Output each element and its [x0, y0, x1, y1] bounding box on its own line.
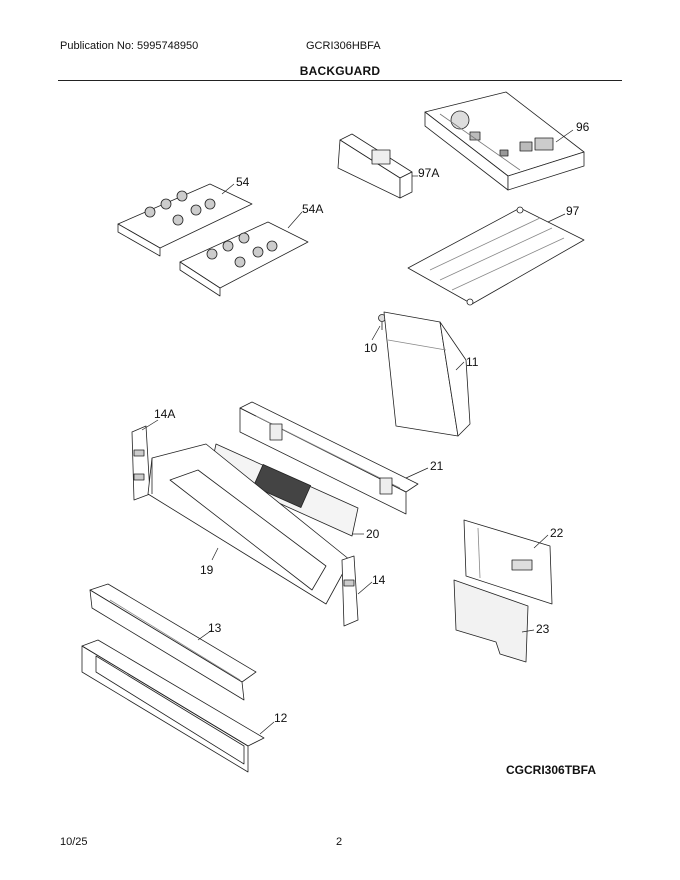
- callout-97A: 97A: [418, 166, 439, 180]
- callout-19: 19: [200, 563, 214, 577]
- callout-96: 96: [576, 120, 590, 134]
- callout-20: 20: [366, 527, 380, 541]
- part-22-rear-cover: [463, 519, 553, 605]
- callout-10: 10: [364, 341, 378, 355]
- part-13-support-channel: [89, 583, 257, 701]
- part-19-console: [147, 443, 351, 605]
- model-number: GCRI306HBFA: [306, 40, 381, 52]
- callout-14: 14: [372, 573, 386, 587]
- callout-23: 23: [536, 622, 550, 636]
- part-21-frame: [239, 401, 419, 515]
- section-title: BACKGUARD: [299, 64, 381, 78]
- callout-12: 12: [274, 711, 288, 725]
- callout-14A: 14A: [154, 407, 175, 421]
- part-23-insulation: [453, 579, 529, 663]
- callout-21: 21: [430, 459, 444, 473]
- part-14-end-cap: [341, 555, 359, 627]
- part-96-control-board: [424, 91, 585, 191]
- part-54A-control-board: [179, 221, 309, 297]
- part-54-control-board: [117, 183, 253, 257]
- part-97A-bracket: [337, 133, 413, 199]
- callout-13: 13: [208, 621, 222, 635]
- leader-lines: [141, 129, 574, 735]
- part-12-trim-frame: [81, 639, 265, 773]
- callout-54A: 54A: [302, 202, 323, 216]
- part-14A-end-cap: [131, 425, 151, 501]
- callout-97: 97: [566, 204, 580, 218]
- diagram-model-reference: CGCRI306TBFA: [506, 763, 597, 777]
- part-11-shield: [383, 311, 471, 437]
- footer-date: 10/25: [60, 836, 88, 848]
- part-97-mounting-plate: [407, 206, 585, 306]
- header-rule: [58, 80, 622, 81]
- callout-54: 54: [236, 175, 250, 189]
- callout-11: 11: [466, 355, 479, 369]
- callout-22: 22: [550, 526, 564, 540]
- publication-number: Publication No: 5995748950: [60, 40, 199, 52]
- page-number: 2: [336, 836, 343, 848]
